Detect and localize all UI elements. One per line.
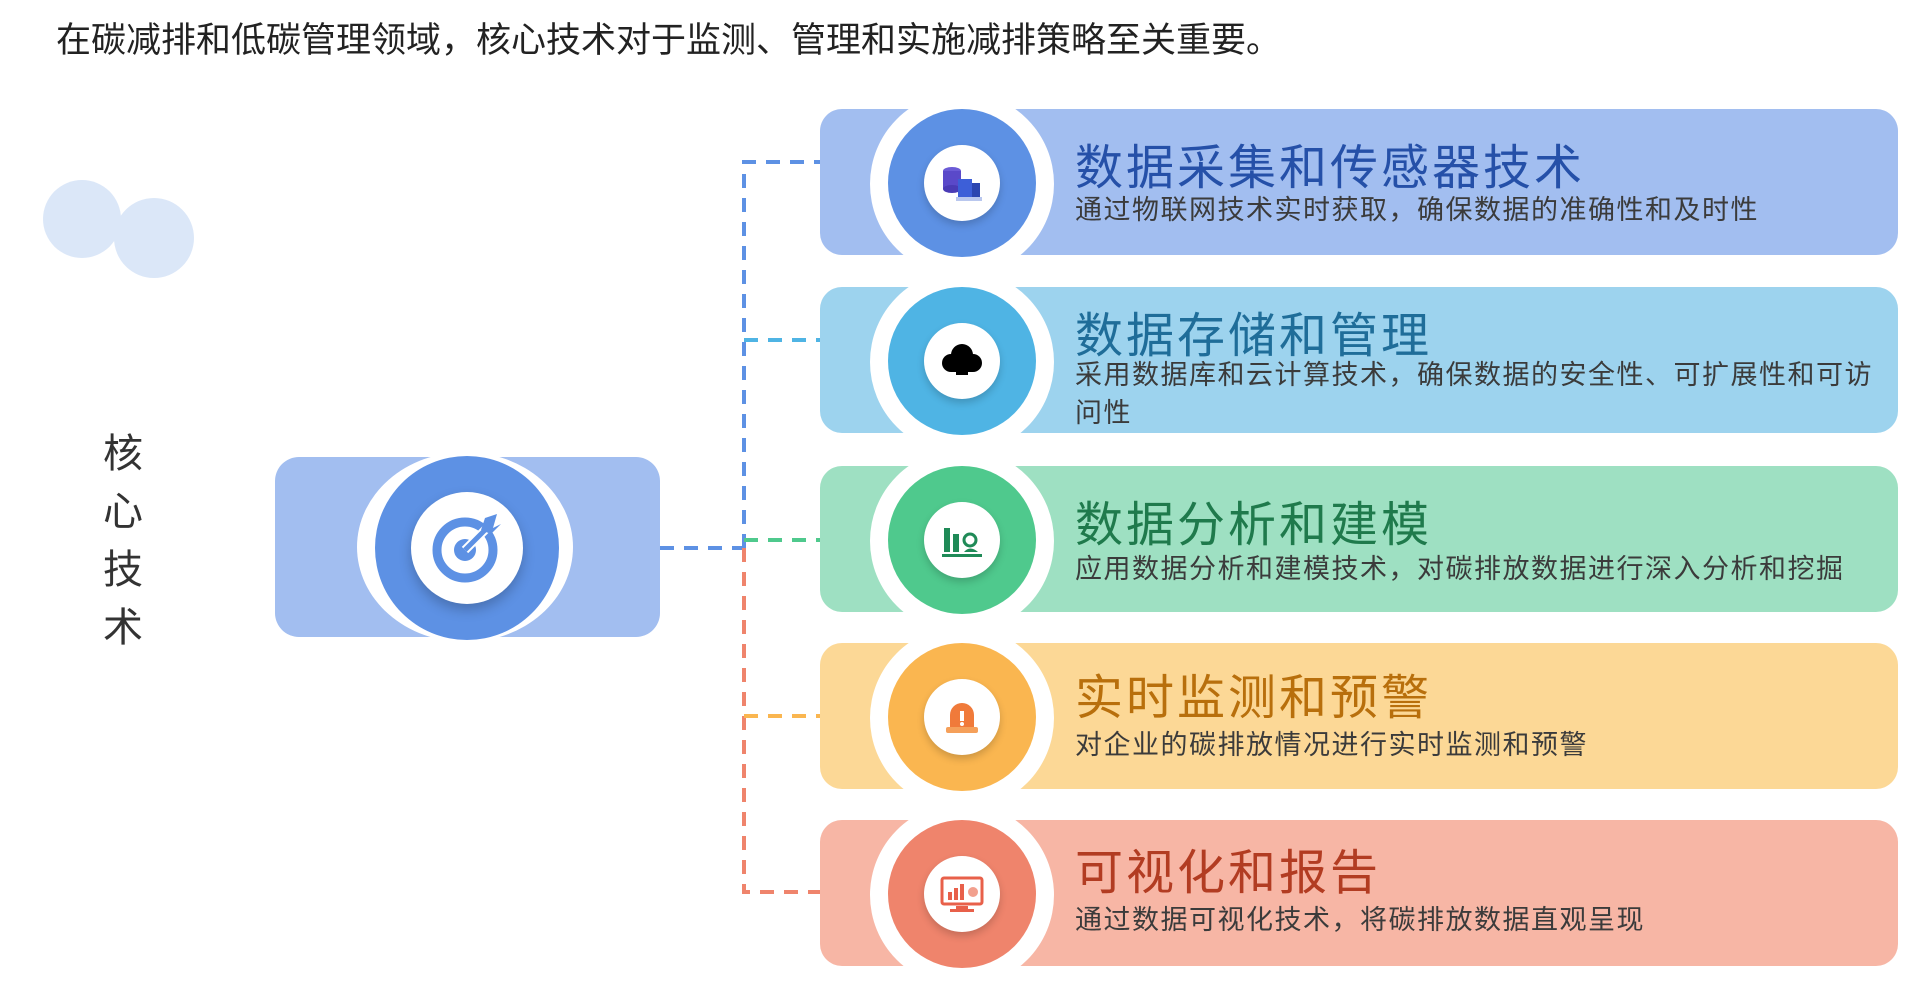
intro-text: 在碳减排和低碳管理领域，核心技术对于监测、管理和实施减排策略至关重要。 bbox=[56, 21, 1282, 61]
tech-description: 通过数据可视化技术，将碳排放数据直观呈现 bbox=[1075, 905, 1645, 936]
tech-title: 数据分析和建模 bbox=[1075, 497, 1433, 553]
tech-description: 采用数据库和云计算技术，确保数据的安全性、可扩展性和可访问性 bbox=[1075, 360, 1873, 429]
icon-holder bbox=[924, 679, 1000, 755]
tech-title: 数据存储和管理 bbox=[1075, 308, 1433, 364]
icon-holder bbox=[924, 145, 1000, 221]
core-tech-char: 心 bbox=[103, 489, 143, 535]
core-tech-label: 核 心 技 术 bbox=[98, 425, 148, 657]
monitor-report-icon bbox=[940, 876, 984, 912]
icon-holder bbox=[924, 323, 1000, 399]
connector-line bbox=[742, 160, 820, 548]
tech-description: 对企业的碳排放情况进行实时监测和预警 bbox=[1075, 730, 1588, 761]
icon-holder bbox=[924, 502, 1000, 578]
cloud-icon bbox=[942, 344, 982, 375]
tech-description: 通过物联网技术实时获取，确保数据的准确性和及时性 bbox=[1075, 195, 1759, 226]
core-tech-icon-holder bbox=[411, 492, 523, 604]
core-tech-char: 核 bbox=[103, 431, 143, 477]
decor-bubble bbox=[114, 198, 194, 278]
bar-chart-icon bbox=[942, 528, 982, 557]
decor-bubble bbox=[43, 180, 121, 258]
core-tech-char: 技 bbox=[103, 547, 143, 593]
alarm-light-icon bbox=[946, 703, 978, 733]
tech-title: 实时监测和预警 bbox=[1075, 670, 1433, 726]
tech-title: 可视化和报告 bbox=[1075, 845, 1382, 901]
core-tech-char: 术 bbox=[103, 605, 143, 651]
server-database-icon bbox=[943, 167, 982, 201]
tech-description: 应用数据分析和建模技术，对碳排放数据进行深入分析和挖掘 bbox=[1075, 554, 1845, 585]
connector-line bbox=[742, 548, 820, 894]
icon-holder bbox=[924, 856, 1000, 932]
tech-title: 数据采集和传感器技术 bbox=[1075, 140, 1586, 196]
target-icon bbox=[432, 514, 501, 583]
